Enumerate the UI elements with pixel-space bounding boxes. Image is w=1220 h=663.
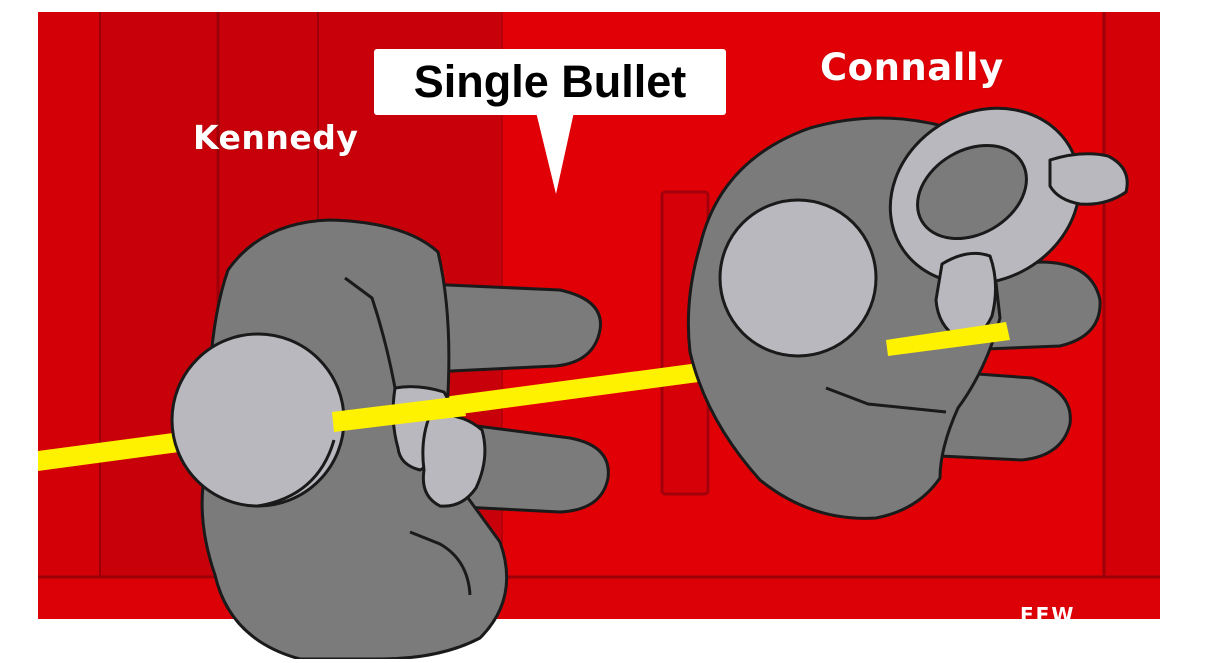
connally-figure	[686, 106, 1129, 520]
rear-seat-left-edge	[38, 12, 100, 577]
right-door-panel	[1104, 12, 1160, 577]
floor-strip	[38, 577, 1160, 619]
speech-bubble-tail	[536, 112, 574, 194]
bullet-path-front-kennedy	[332, 396, 466, 432]
artist-signature: FFW	[1020, 603, 1076, 627]
connally-head	[718, 198, 878, 358]
connally-label: Connally	[820, 46, 1004, 89]
speech-bubble-text: Single Bullet	[413, 56, 687, 107]
kennedy-figure	[170, 218, 610, 661]
connally-hat-crown	[916, 143, 1028, 241]
connally-hand-front	[934, 251, 997, 341]
kennedy-hand-lower	[421, 413, 487, 508]
connally-hand-top	[1048, 152, 1129, 206]
connally-leg-lower	[938, 370, 1072, 462]
bullet-path-front-connally	[886, 322, 1010, 356]
kennedy-label: Kennedy	[193, 118, 359, 157]
speech-bubble: Single Bullet	[374, 49, 726, 115]
kennedy-head	[170, 332, 346, 508]
